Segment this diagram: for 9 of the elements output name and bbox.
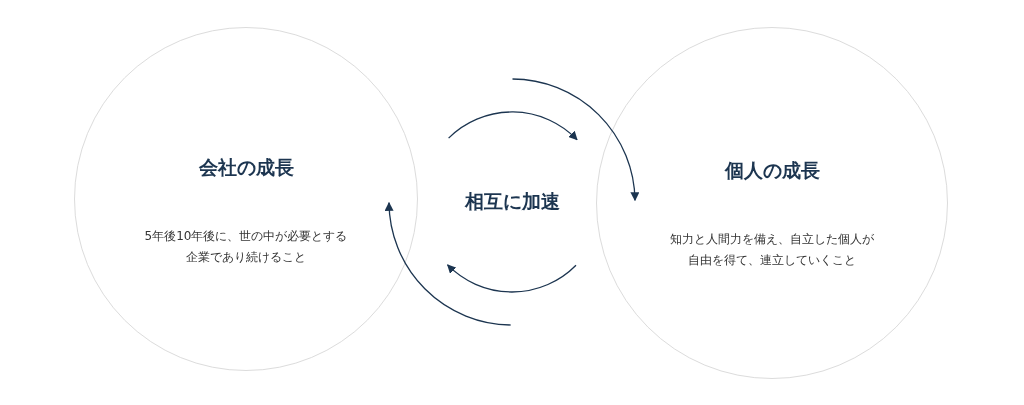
curved-arrow — [511, 78, 639, 202]
description: 5年後10年後に、世の中が必要とする企業であり続けること — [143, 228, 349, 267]
center-label: 相互に加速 — [464, 189, 560, 214]
circle-heading: 会社の成長 — [198, 155, 294, 181]
curved-arrow — [447, 111, 578, 141]
curved-arrow — [446, 264, 577, 293]
circle-heading: 個人の成長 — [724, 158, 820, 184]
description: 知力と人間力を備え、自立した個人が自由を得て、連立していくこと — [669, 231, 875, 270]
curved-arrow — [385, 201, 512, 326]
